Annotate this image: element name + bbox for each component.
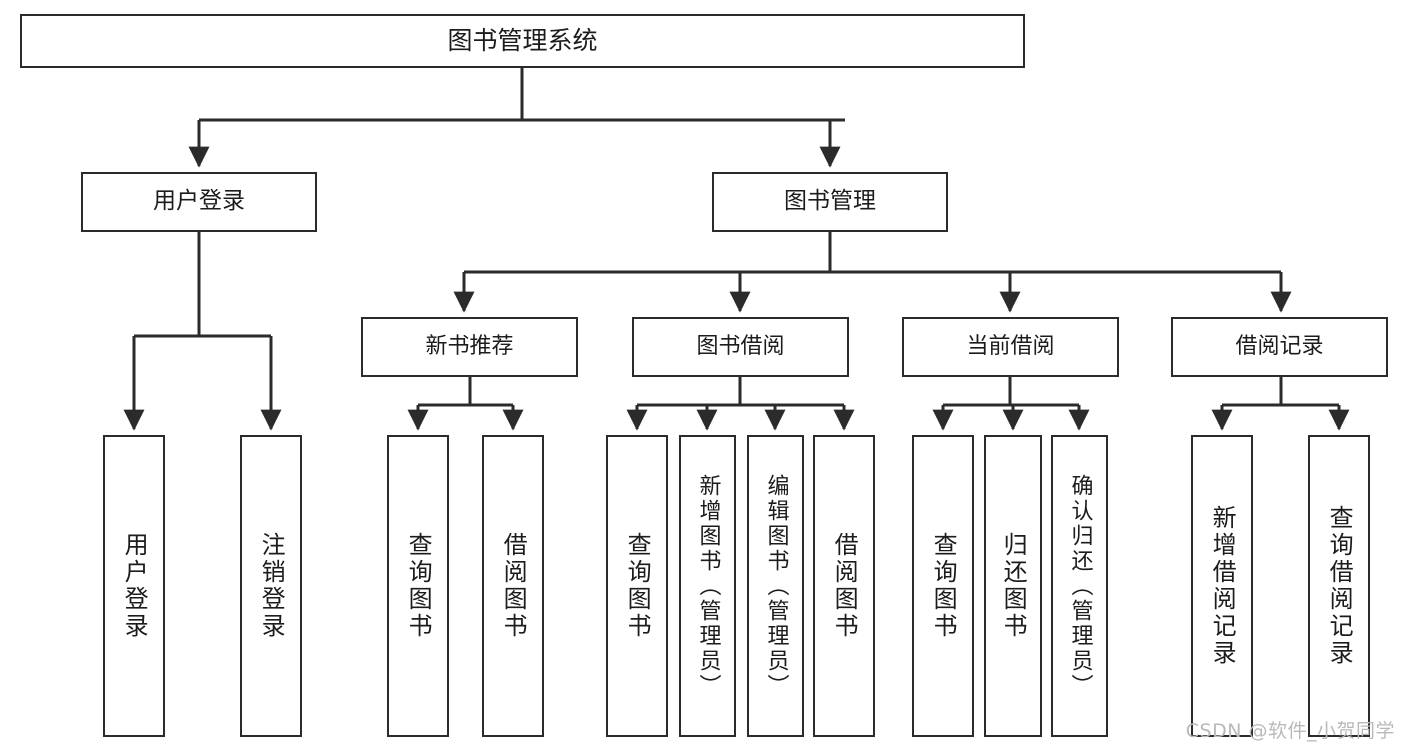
node-book-borrow[interactable]: 图书借阅 <box>632 317 849 377</box>
leaf-query-book-current[interactable]: 查询图书 <box>912 435 974 737</box>
leaf-lend-book-label: 借阅图书 <box>830 532 859 640</box>
leaf-user-login-label: 用户登录 <box>120 532 149 640</box>
leaf-user-login[interactable]: 用户登录 <box>103 435 165 737</box>
leaf-add-book-admin[interactable]: 新增图书（管理员） <box>679 435 736 737</box>
leaf-borrow-book-newbook-label: 借阅图书 <box>499 532 528 640</box>
leaf-edit-book-admin-label: 编辑图书（管理员） <box>763 473 789 699</box>
node-user-login-label: 用户登录 <box>153 188 245 215</box>
node-user-login[interactable]: 用户登录 <box>81 172 317 232</box>
leaf-add-borrow-record[interactable]: 新增借阅记录 <box>1191 435 1253 737</box>
leaf-lend-book[interactable]: 借阅图书 <box>813 435 875 737</box>
leaf-query-book-current-label: 查询图书 <box>929 532 958 640</box>
leaf-edit-book-admin[interactable]: 编辑图书（管理员） <box>747 435 804 737</box>
leaf-add-borrow-record-label: 新增借阅记录 <box>1208 505 1237 667</box>
node-book-management-label: 图书管理 <box>784 188 876 215</box>
node-new-book-recommend[interactable]: 新书推荐 <box>361 317 578 377</box>
leaf-confirm-return-admin[interactable]: 确认归还（管理员） <box>1051 435 1108 737</box>
leaf-query-book-borrow[interactable]: 查询图书 <box>606 435 668 737</box>
leaf-logout[interactable]: 注销登录 <box>240 435 302 737</box>
node-current-borrow[interactable]: 当前借阅 <box>902 317 1119 377</box>
leaf-borrow-book-newbook[interactable]: 借阅图书 <box>482 435 544 737</box>
node-book-management[interactable]: 图书管理 <box>712 172 948 232</box>
leaf-confirm-return-admin-label: 确认归还（管理员） <box>1067 473 1093 699</box>
leaf-add-book-admin-label: 新增图书（管理员） <box>695 473 721 699</box>
node-borrow-records-label: 借阅记录 <box>1235 334 1324 360</box>
leaf-query-book-newbook-label: 查询图书 <box>404 532 433 640</box>
leaf-query-book-borrow-label: 查询图书 <box>623 532 652 640</box>
node-borrow-records[interactable]: 借阅记录 <box>1171 317 1388 377</box>
leaf-query-borrow-record[interactable]: 查询借阅记录 <box>1308 435 1370 737</box>
node-new-book-recommend-label: 新书推荐 <box>425 334 514 360</box>
node-root[interactable]: 图书管理系统 <box>20 14 1025 68</box>
watermark: CSDN @软件_小贺同学 <box>1185 720 1395 742</box>
node-root-label: 图书管理系统 <box>447 26 598 56</box>
node-current-borrow-label: 当前借阅 <box>966 334 1055 360</box>
leaf-return-book-label: 归还图书 <box>999 532 1028 640</box>
leaf-query-book-newbook[interactable]: 查询图书 <box>387 435 449 737</box>
leaf-return-book[interactable]: 归还图书 <box>984 435 1042 737</box>
leaf-logout-label: 注销登录 <box>257 532 286 640</box>
leaf-query-borrow-record-label: 查询借阅记录 <box>1325 505 1354 667</box>
node-book-borrow-label: 图书借阅 <box>696 334 785 360</box>
